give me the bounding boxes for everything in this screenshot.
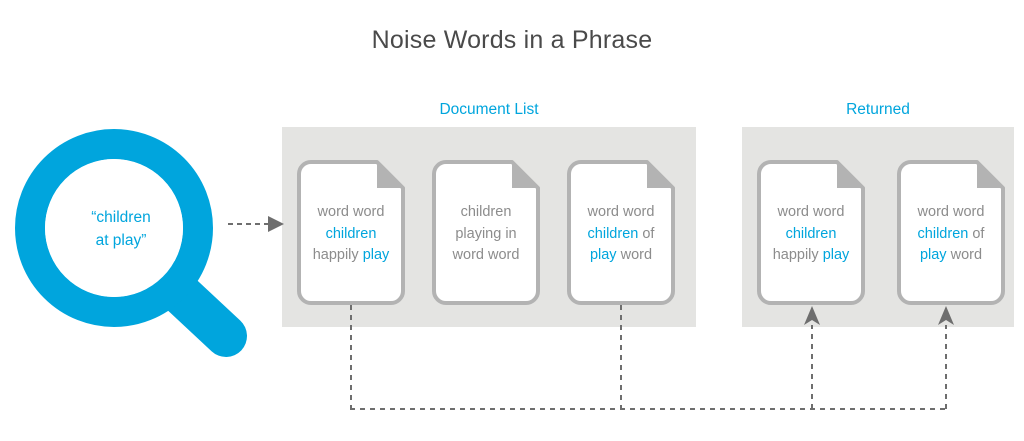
document-page-icon xyxy=(432,160,540,305)
folded-corner-icon xyxy=(837,162,863,188)
highlighted-term: children xyxy=(587,225,639,242)
document-list-caption: Document List xyxy=(439,101,539,118)
folded-corner-icon xyxy=(977,162,1003,188)
plain-term: word word xyxy=(917,204,985,221)
document-text-line: play word xyxy=(920,245,982,267)
search-query-magnifier: “children at play” xyxy=(8,128,260,360)
document-text-line: word word xyxy=(918,202,985,224)
plain-term: word xyxy=(616,247,653,264)
plain-term: word word xyxy=(777,204,845,221)
plain-term: word xyxy=(946,247,983,264)
page-title: Noise Words in a Phrase xyxy=(371,26,653,54)
document-text-line: children xyxy=(461,202,512,224)
returned-caption: Returned xyxy=(846,101,910,118)
document-text: children playing in word word xyxy=(432,160,540,305)
document-page-icon xyxy=(897,160,1005,305)
plain-term: word word xyxy=(452,247,520,264)
document-text-line: children of xyxy=(918,224,985,246)
document-page-icon xyxy=(297,160,405,305)
document-card[interactable]: children playing in word word xyxy=(432,160,540,305)
document-text-line: happily play xyxy=(313,245,390,267)
highlighted-term: play xyxy=(919,247,947,264)
document-page-icon xyxy=(567,160,675,305)
highlighted-term: children xyxy=(917,225,969,242)
plain-term: word word xyxy=(317,204,385,221)
document-text-line: word word xyxy=(453,245,520,267)
highlighted-term: play xyxy=(589,247,617,264)
magnifying-glass-icon xyxy=(15,129,247,357)
plain-term: of xyxy=(638,225,655,242)
document-text: word word children happily play xyxy=(757,160,865,305)
document-text: word word children happily play xyxy=(297,160,405,305)
plain-term: happily xyxy=(312,247,363,264)
returned-document-card[interactable]: word word children happily play xyxy=(757,160,865,305)
plain-term: children xyxy=(460,204,512,221)
document-text-line: word word xyxy=(318,202,385,224)
document-text-line: children xyxy=(786,224,837,246)
document-text-line: children xyxy=(326,224,377,246)
document-text-line: children of xyxy=(588,224,655,246)
plain-term: word word xyxy=(587,204,655,221)
document-page-icon xyxy=(757,160,865,305)
highlighted-term: play xyxy=(362,247,390,264)
highlighted-term: children xyxy=(785,225,837,242)
document-text-line: happily play xyxy=(773,245,850,267)
highlighted-term: play xyxy=(822,247,850,264)
document-card[interactable]: word word children happily play xyxy=(297,160,405,305)
folded-corner-icon xyxy=(647,162,673,188)
document-text-line: word word xyxy=(778,202,845,224)
document-text-line: word word xyxy=(588,202,655,224)
document-text-line: play word xyxy=(590,245,652,267)
plain-term: playing in xyxy=(455,225,517,242)
folded-corner-icon xyxy=(377,162,403,188)
document-text-line: playing in xyxy=(455,224,516,246)
plain-term: of xyxy=(968,225,985,242)
folded-corner-icon xyxy=(512,162,538,188)
highlighted-term: children xyxy=(325,225,377,242)
plain-term: happily xyxy=(772,247,823,264)
